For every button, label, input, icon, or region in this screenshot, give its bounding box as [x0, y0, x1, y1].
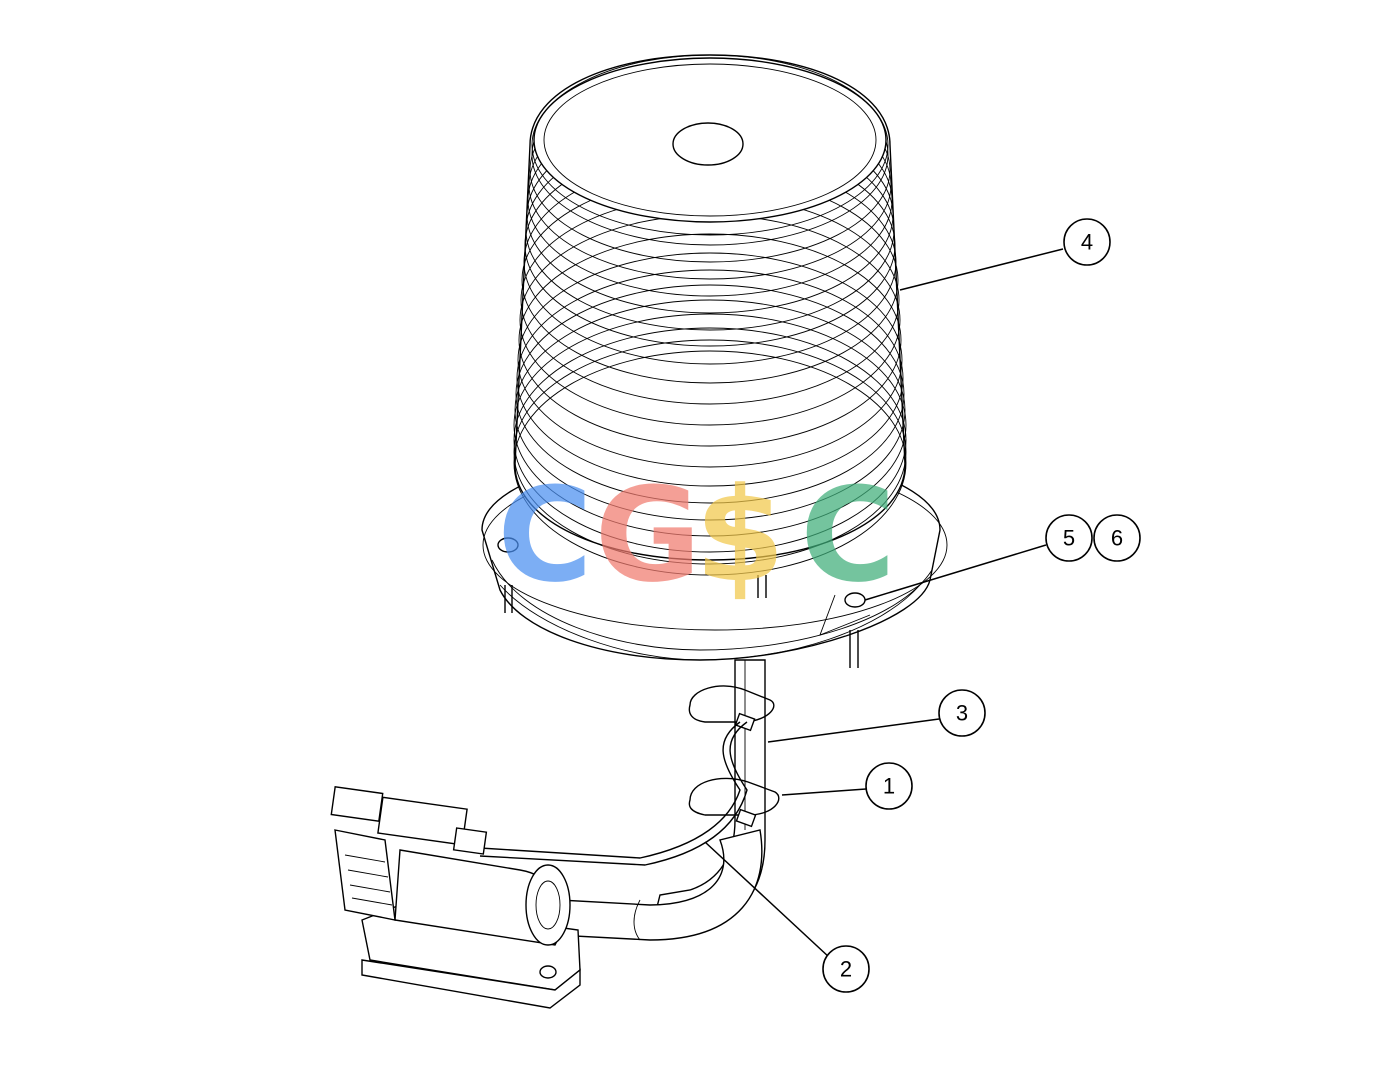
callout-4: 4: [1063, 218, 1111, 266]
beacon-lens: [513, 54, 907, 576]
connector-assembly: [330, 786, 581, 1009]
leader-2: [704, 841, 831, 959]
callout-2-label: 2: [840, 957, 852, 982]
wire-harness: [479, 721, 748, 866]
watermark-letter: $: [695, 459, 785, 611]
callout-2: 2: [822, 945, 870, 993]
watermark-letter: C: [800, 459, 895, 611]
callout-5-label: 5: [1063, 526, 1075, 551]
cable-tie-lower: [688, 777, 780, 828]
watermark-letter: C: [497, 459, 592, 611]
callout-6: 6: [1093, 514, 1141, 562]
callout-3-label: 3: [956, 701, 968, 726]
cable-tie-upper: [688, 685, 775, 732]
callout-3: 3: [938, 689, 986, 737]
leader-3: [767, 718, 940, 743]
leader-4: [899, 248, 1064, 291]
leader-5-6: [864, 544, 1047, 601]
callout-6-label: 6: [1111, 526, 1123, 551]
leader-lines: [704, 248, 1064, 959]
callout-5: 5: [1045, 514, 1093, 562]
watermark-letter: G: [595, 459, 702, 611]
callout-4-label: 4: [1081, 230, 1093, 255]
elbow-conduit: [554, 829, 763, 941]
callout-1: 1: [865, 762, 913, 810]
leader-1: [781, 788, 867, 796]
callout-1-label: 1: [883, 774, 895, 799]
